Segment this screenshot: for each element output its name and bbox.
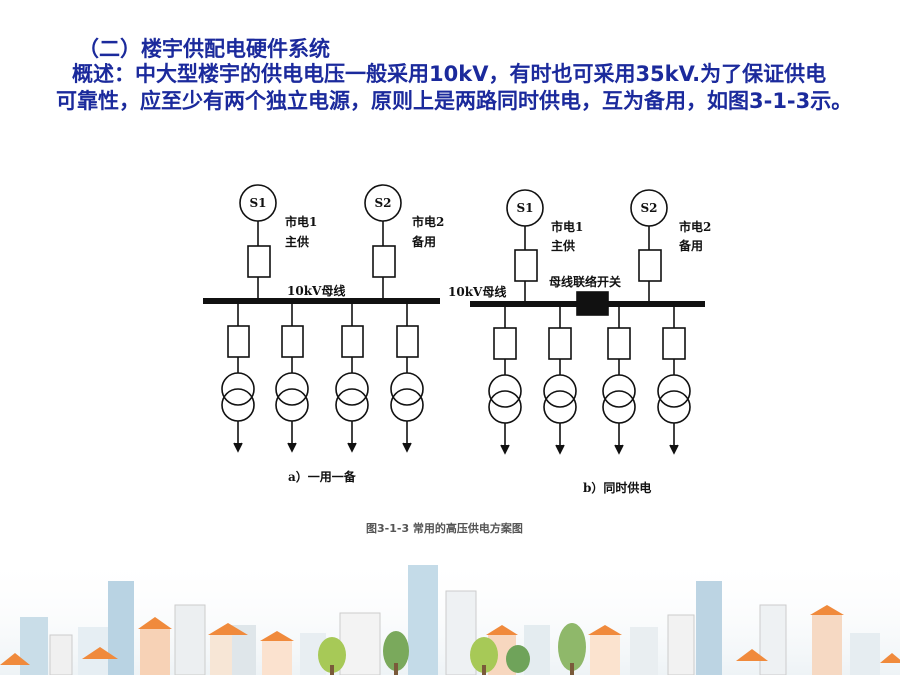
bus-tie-switch (576, 291, 609, 316)
overview-line-1: 概述：中大型楼宇的供电电压一般采用10kV，有时也可采用35kV.为了保证供电 (72, 62, 827, 86)
feeder-switch (341, 325, 364, 358)
source1-name: 市电1 (285, 214, 317, 229)
output-arrow (233, 442, 243, 453)
feeder-switch (493, 327, 517, 360)
output-arrow (500, 444, 510, 455)
source1-switch (247, 245, 271, 278)
feeder-switch (227, 325, 250, 358)
feeder-switch (607, 327, 631, 360)
source2-role: 备用 (678, 238, 703, 253)
skyline-trees (318, 623, 586, 675)
feeder-switch (396, 325, 419, 358)
source2-role: 备用 (411, 234, 436, 249)
transformer-winding (275, 372, 309, 406)
power-supply-diagram: S1 S2 市电1 主供 市电2 备用 10kV母线 a）一用一备 (203, 184, 711, 535)
output-arrow (669, 444, 679, 455)
output-arrow (347, 442, 357, 453)
source1-role: 主供 (285, 234, 309, 249)
feeder-switch (662, 327, 686, 360)
section-heading: （二）楼宇供配电硬件系统 (78, 37, 330, 61)
transformer-winding (602, 374, 636, 408)
diagram-b (470, 189, 705, 455)
feeder-switch (281, 325, 304, 358)
source2-name: 市电2 (412, 214, 444, 229)
source2-switch (372, 245, 396, 278)
city-skyline-illustration (0, 555, 900, 675)
bus-label-a: 10kV母线 (287, 283, 345, 298)
output-arrow (614, 444, 624, 455)
transformer-winding (543, 374, 577, 408)
transformer-winding (657, 374, 691, 408)
subcaption-b: b）同时供电 (583, 480, 651, 495)
source-s2-label: S2 (374, 196, 391, 210)
diagram-a-labels: S1 S2 市电1 主供 市电2 备用 10kV母线 a）一用一备 (249, 196, 444, 484)
source-s1-label: S1 (516, 201, 533, 215)
transformer-winding (335, 372, 369, 406)
subcaption-a: a）一用一备 (288, 469, 357, 484)
source2-name: 市电2 (679, 219, 711, 234)
source1-name: 市电1 (551, 219, 583, 234)
transformer-winding (221, 372, 255, 406)
output-arrow (287, 442, 297, 453)
figure-caption: 图3-1-3 常用的高压供电方案图 (366, 521, 523, 535)
source-s2-label: S2 (640, 201, 657, 215)
skyline-roofs (0, 605, 900, 665)
source-s1-label: S1 (249, 196, 266, 210)
bus-label-b: 10kV母线 (448, 284, 506, 299)
transformer-winding (488, 374, 522, 408)
source1-switch (514, 249, 538, 282)
diagram-a (203, 184, 440, 453)
diagram-b-labels: S1 S2 市电1 主供 市电2 备用 10kV母线 母线联络开关 b）同时供电 (448, 201, 711, 495)
bus-tie-label: 母线联络开关 (549, 274, 621, 289)
output-arrow (555, 444, 565, 455)
source2-switch (638, 249, 662, 282)
source1-role: 主供 (551, 238, 575, 253)
feeder-switch (548, 327, 572, 360)
overview-line-2: 可靠性，应至少有两个独立电源，原则上是两路同时供电，互为备用，如图3-1-3示。 (56, 89, 853, 113)
output-arrow (402, 442, 412, 453)
transformer-winding (390, 372, 424, 406)
